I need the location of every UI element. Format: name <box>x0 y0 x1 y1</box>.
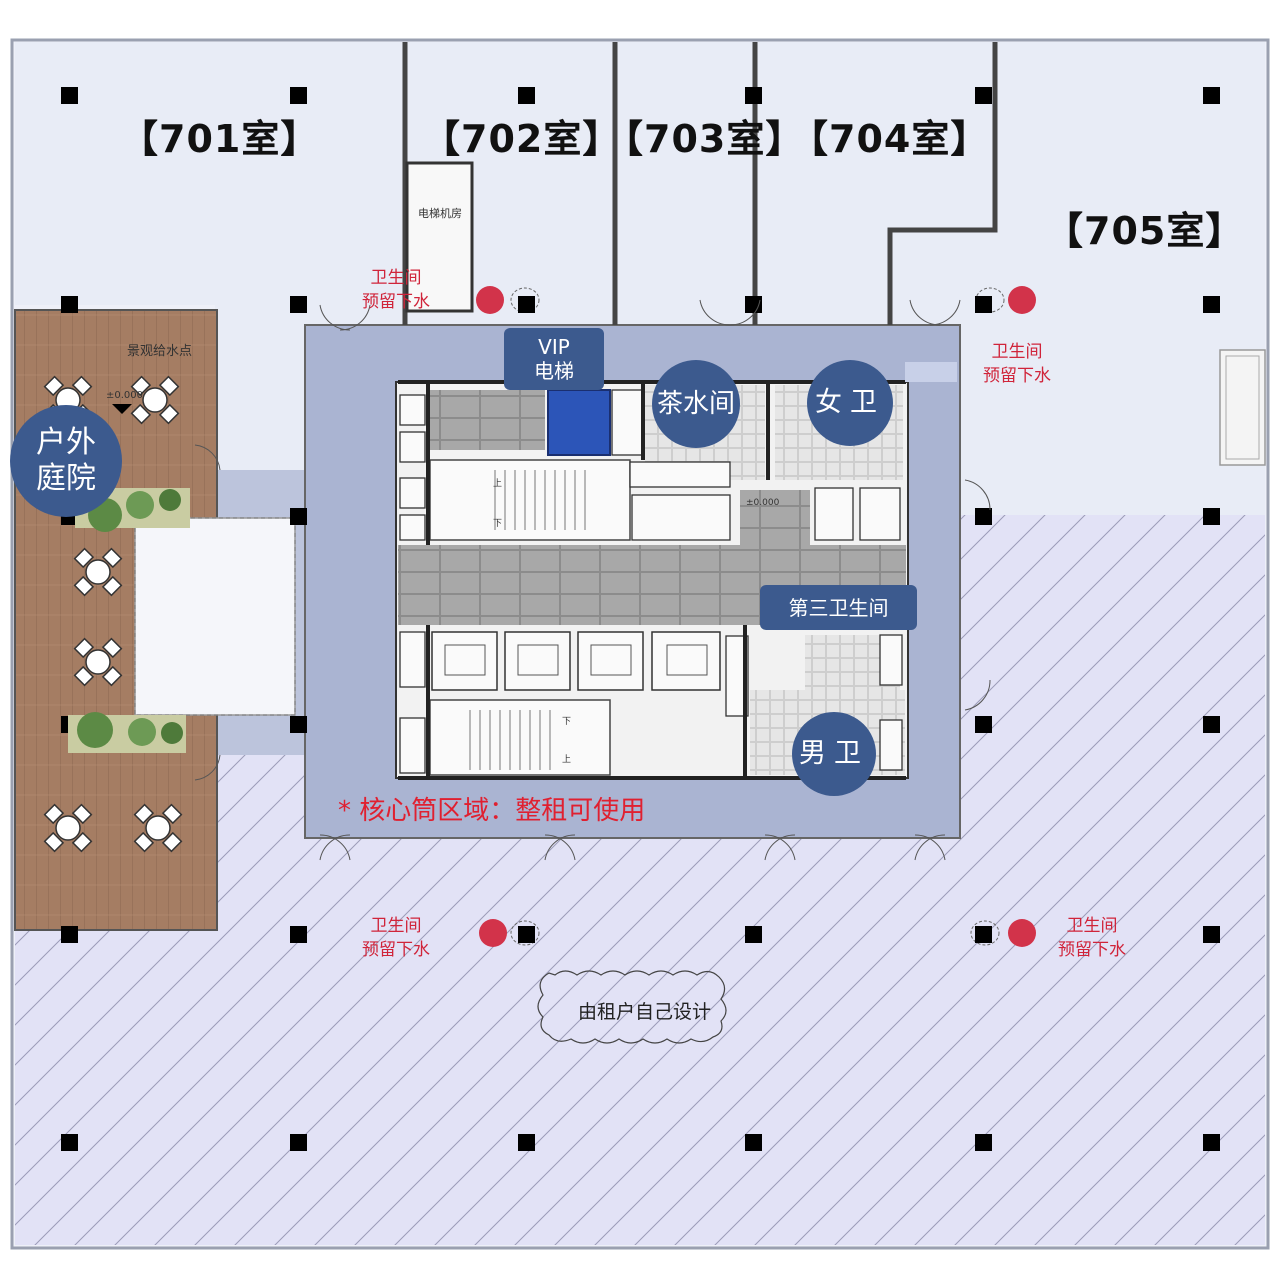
red-dot-marker <box>479 919 507 947</box>
wc-drain-note: 卫生间预留下水 <box>983 342 1051 386</box>
level-mark-label: ±0.000 <box>106 390 144 401</box>
elevator-machine-room-label: 电梯机房 <box>418 207 462 220</box>
room-705-label: 【705室】 <box>1045 209 1245 253</box>
tea-room-bubble: 茶水间 <box>652 360 740 448</box>
tenant-design-cloud <box>537 970 727 1044</box>
stair-down-label: 下 <box>493 519 503 529</box>
vip-elevator-car <box>547 389 611 456</box>
core-area-note: * 核心筒区域：整租可使用 <box>338 796 646 826</box>
wc-drain-note: 卫生间预留下水 <box>1058 916 1126 960</box>
room-703-label: 【703室】 <box>605 117 805 161</box>
stair-up-label: 上 <box>562 755 572 765</box>
wc-drain-note: 卫生间预留下水 <box>362 268 430 312</box>
open-zone-lower <box>15 515 1265 1245</box>
wc-drain-note: 卫生间预留下水 <box>362 916 430 960</box>
red-dot-marker <box>1008 919 1036 947</box>
plant-icon <box>68 488 190 753</box>
courtyard-bubble: 户外庭院 <box>10 405 122 517</box>
stair-down-label: 下 <box>562 717 572 727</box>
tenant-design-note: 由租户自己设计 <box>578 1001 712 1023</box>
vip-elevator-tag: VIP电梯 <box>504 328 604 390</box>
womens-wc-bubble: 女卫 <box>807 360 893 446</box>
room-701-label: 【701室】 <box>120 117 320 161</box>
landscape-water-label: 景观给水点 <box>127 344 193 359</box>
room-704-label: 【704室】 <box>790 117 990 161</box>
mens-wc-bubble: 男卫 <box>792 712 876 796</box>
red-dot-marker <box>476 286 504 314</box>
stair-up-label: 上 <box>493 479 503 489</box>
office-zone-upper <box>15 42 1265 515</box>
room-702-label: 【702室】 <box>422 117 622 161</box>
red-dot-marker <box>1008 286 1036 314</box>
level-mark-label: ±0.000 <box>746 498 780 508</box>
table-set-icon <box>43 375 183 853</box>
third-wc-tag: 第三卫生间 <box>760 585 917 630</box>
elevator-machine-room <box>405 161 474 313</box>
